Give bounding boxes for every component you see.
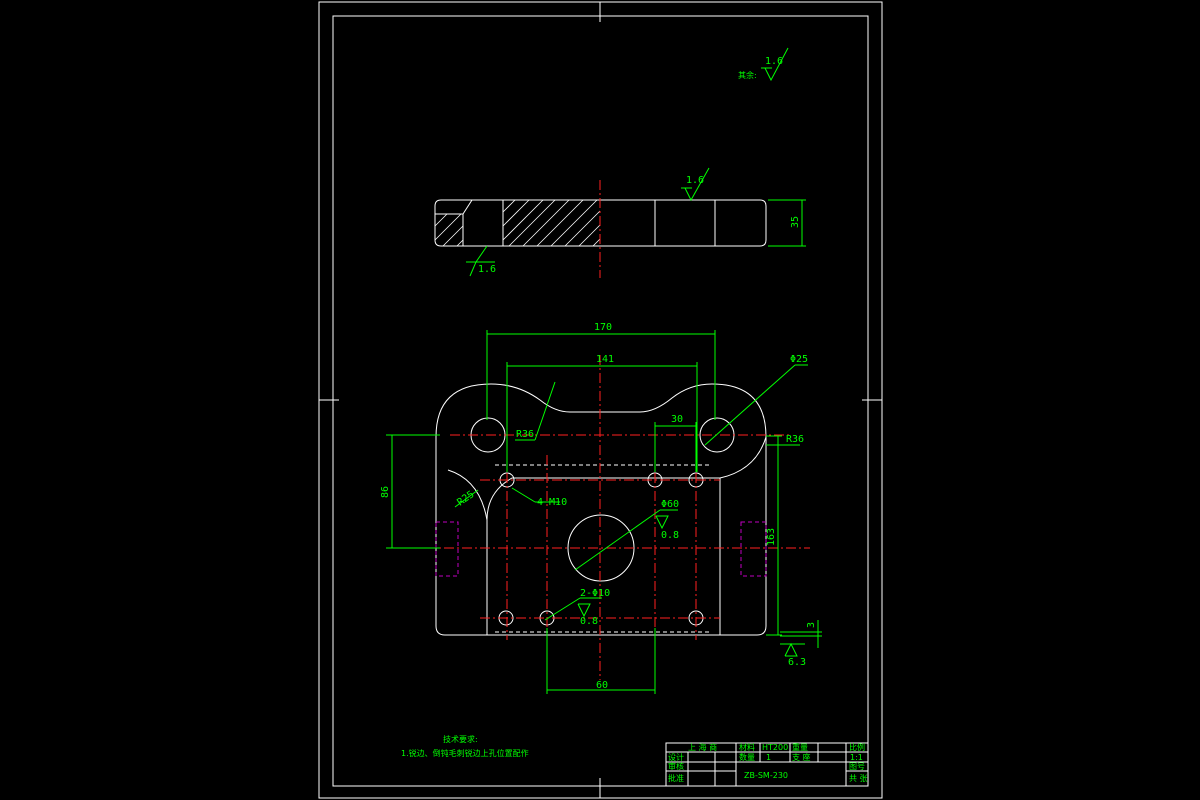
svg-text:技术要求:: 技术要求: <box>443 734 478 744</box>
svg-text:86: 86 <box>380 486 391 498</box>
svg-text:设计: 设计 <box>668 752 684 762</box>
svg-text:1.6: 1.6 <box>765 56 783 67</box>
side-view: 35 1.6 1.6 <box>434 167 806 278</box>
svg-text:2-Φ10: 2-Φ10 <box>580 588 610 599</box>
dimensions: 170 141 30 Φ25 R36 R36 R25 86 163 <box>380 322 822 694</box>
svg-text:R36: R36 <box>786 434 804 445</box>
front-view <box>390 355 810 680</box>
svg-text:30: 30 <box>671 414 683 425</box>
svg-text:数量: 数量 <box>739 752 755 762</box>
svg-text:HT200: HT200 <box>762 743 788 752</box>
small-holes <box>498 472 704 626</box>
svg-text:1: 1 <box>766 753 771 762</box>
section-hatch <box>434 199 601 247</box>
technical-notes: 技术要求: 1.锐边、倒钝毛刺锐边上孔位置配作 <box>401 734 529 758</box>
centering-marks <box>319 2 882 798</box>
svg-text:ZB-SM-230: ZB-SM-230 <box>744 771 788 780</box>
svg-text:比例: 比例 <box>849 742 865 752</box>
part-outline <box>435 383 767 636</box>
svg-text:R25: R25 <box>455 489 476 508</box>
svg-text:4-M10: 4-M10 <box>537 497 567 508</box>
svg-text:重量: 重量 <box>792 742 808 752</box>
svg-text:上 海 商: 上 海 商 <box>688 742 717 752</box>
svg-text:Φ60: Φ60 <box>661 499 679 510</box>
title-block: 上 海 商 材料 HT200 重量 比例 数量 1 支 座 1:1 设计 审核 … <box>665 742 869 787</box>
centerlines <box>390 355 810 680</box>
svg-text:支 座: 支 座 <box>792 752 811 762</box>
svg-text:0.8: 0.8 <box>580 616 598 627</box>
remaining-roughness: 其余: 1.6 <box>738 47 789 82</box>
svg-text:1.6: 1.6 <box>478 264 496 275</box>
svg-text:163: 163 <box>766 528 777 546</box>
svg-text:1.锐边、倒钝毛刺锐边上孔位置配作: 1.锐边、倒钝毛刺锐边上孔位置配作 <box>401 748 529 758</box>
svg-text:0.8: 0.8 <box>661 530 679 541</box>
svg-text:35: 35 <box>790 216 801 228</box>
hidden-block-right <box>740 521 767 577</box>
svg-text:1.6: 1.6 <box>686 175 704 186</box>
svg-text:1:1: 1:1 <box>850 753 863 762</box>
svg-text:Φ25: Φ25 <box>790 354 808 365</box>
svg-text:图号: 图号 <box>849 762 865 771</box>
front-roughness: 0.8 0.8 6.3 <box>577 515 806 668</box>
svg-text:6.3: 6.3 <box>788 657 806 668</box>
hidden-block-left <box>435 521 459 577</box>
svg-text:141: 141 <box>596 354 614 365</box>
svg-text:共 张: 共 张 <box>849 774 868 783</box>
svg-text:R36: R36 <box>516 429 534 440</box>
svg-text:批准: 批准 <box>668 773 684 783</box>
svg-text:170: 170 <box>594 322 612 333</box>
svg-text:60: 60 <box>596 680 608 691</box>
svg-text:3: 3 <box>806 622 817 628</box>
svg-text:审核: 审核 <box>668 761 684 771</box>
svg-text:其余:: 其余: <box>738 70 757 80</box>
svg-text:材料: 材料 <box>739 742 755 752</box>
